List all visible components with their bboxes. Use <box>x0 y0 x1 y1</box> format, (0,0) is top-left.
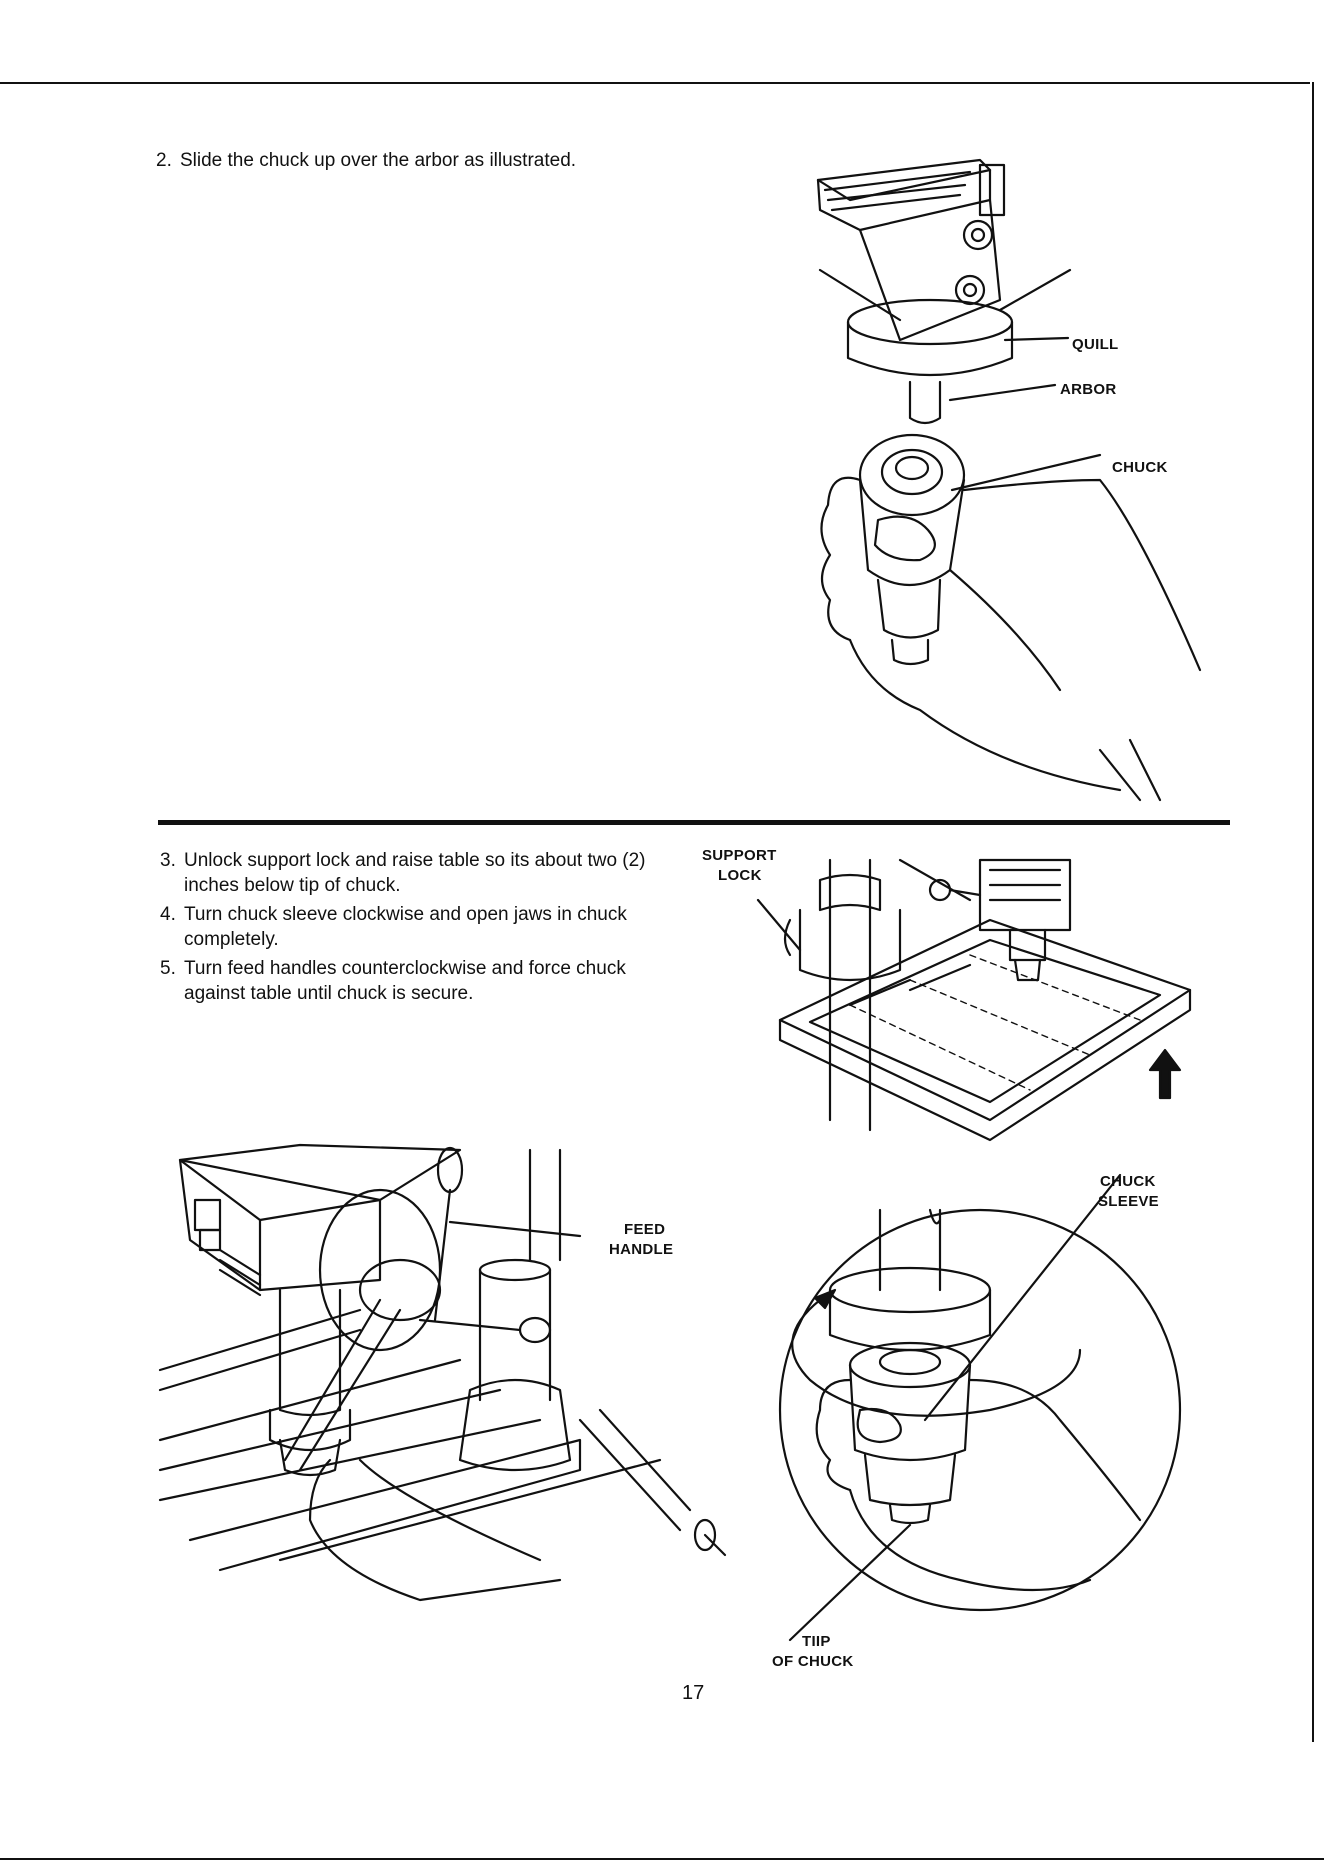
quill-label: QUILL <box>1072 336 1119 353</box>
step-3: 3. Unlock support lock and raise table s… <box>160 848 680 898</box>
drill-table-illustration <box>756 858 1192 1142</box>
step-5-text: Turn feed handles counterclockwise and f… <box>184 958 626 1004</box>
right-margin-rule <box>1312 82 1314 1742</box>
feed-handle-label-line2: HANDLE <box>609 1241 674 1258</box>
feed-handle-label-line1: FEED <box>624 1221 666 1238</box>
step-2: 2. Slide the chuck up over the arbor as … <box>156 148 756 173</box>
tip-of-chuck-label-line1: TIIP <box>802 1633 831 1650</box>
arbor-label: ARBOR <box>1060 381 1117 398</box>
support-lock-label-line2: LOCK <box>718 867 762 884</box>
step-2-text: Slide the chuck up over the arbor as ill… <box>180 150 577 171</box>
step-5: 5. Turn feed handles counterclockwise an… <box>160 956 680 1006</box>
step-4-text: Turn chuck sleeve clockwise and open jaw… <box>184 904 627 950</box>
support-lock-label-line1: SUPPORT <box>702 847 777 864</box>
chuck-sleeve-detail-illustration <box>778 1173 1182 1642</box>
feed-handle-illustration <box>158 1143 727 1602</box>
step-4-number: 4. <box>160 904 176 925</box>
chuck-sleeve-label-line2: SLEEVE <box>1098 1193 1159 1210</box>
tip-of-chuck-label-line2: OF CHUCK <box>772 1653 854 1670</box>
top-rule <box>0 82 1310 84</box>
page-number: 17 <box>682 1682 705 1704</box>
step-4: 4. Turn chuck sleeve clockwise and open … <box>160 902 680 952</box>
chuck-arbor-illustration <box>816 158 1202 802</box>
chuck-label: CHUCK <box>1112 459 1168 476</box>
step-5-number: 5. <box>160 958 176 979</box>
chuck-sleeve-label-line1: CHUCK <box>1100 1173 1156 1190</box>
step-3-number: 3. <box>160 850 176 871</box>
step-3-text: Unlock support lock and raise table so i… <box>184 850 646 896</box>
section-divider <box>158 820 1230 825</box>
bottom-rule <box>0 1858 1324 1860</box>
step-2-number: 2. <box>156 150 172 171</box>
